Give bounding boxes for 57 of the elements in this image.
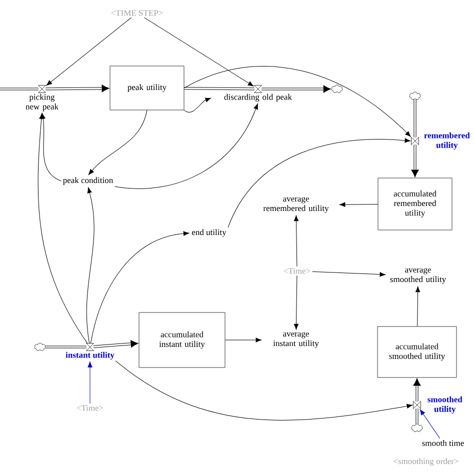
arrow: [312, 271, 386, 277]
node-label: smoothed utility: [428, 396, 462, 414]
stock-box: peak utility: [110, 66, 184, 110]
variable-label: <Time>: [284, 268, 310, 274]
flow-pipe: [46, 84, 110, 92]
arrow: [86, 187, 94, 344]
cloud-symbol: [411, 424, 423, 432]
variable-label: <TIME STEP>: [111, 10, 163, 16]
flow-valve: smoothed utility: [413, 396, 462, 414]
arrow: [115, 360, 413, 420]
flow-valve: discarding old peak: [224, 85, 292, 102]
flow-pipe: [416, 408, 418, 424]
flow-pipe: [0, 88, 38, 90]
flow-pipe: [94, 340, 138, 348]
arrow: [294, 275, 299, 330]
arrow: [224, 338, 262, 342]
arrow: [114, 104, 258, 189]
flow-valve: instant utility: [66, 343, 114, 360]
flow-pipe: [46, 346, 86, 348]
stock-box: accumulated remembered utility: [378, 178, 452, 230]
stock-box: accumulated smoothed utility: [377, 326, 457, 378]
node-label: discarding old peak: [224, 94, 292, 102]
variable-label: average remembered utility: [263, 197, 329, 213]
arrow: [184, 66, 411, 137]
arrow: [415, 286, 420, 327]
flow-pipe: [184, 87, 254, 90]
arrow: [339, 202, 378, 207]
arrow: [184, 98, 212, 112]
variable-label: end utility: [192, 229, 226, 237]
variable-label: average instant utility: [273, 332, 319, 348]
arrow: [228, 138, 411, 228]
arrow: [90, 231, 190, 344]
flow-pipe: [411, 144, 419, 178]
flow-pipe: [262, 85, 331, 93]
arrow: [88, 110, 148, 175]
cloud-symbol: [331, 84, 343, 93]
arrow: [144, 17, 254, 86]
arrow: [38, 113, 88, 344]
variable-label: smooth time: [422, 440, 464, 446]
stock-box: accumulated instant utility: [138, 312, 226, 368]
cloud-symbol: [409, 92, 421, 100]
arrow: [420, 409, 440, 439]
node-label: picking new peak: [26, 94, 59, 112]
flow-pipe: [413, 378, 421, 402]
variable-label: peak condition: [63, 177, 114, 185]
arrow: [88, 362, 92, 404]
flow-valve: picking new peak: [26, 85, 59, 112]
arrow: [294, 215, 299, 267]
flow-pipe: [414, 98, 416, 138]
arrow: [46, 17, 132, 86]
variable-label: <smoothing order>: [394, 458, 458, 466]
node-label: instant utility: [66, 352, 114, 360]
variable-label: average smoothed utility: [390, 268, 446, 284]
cloud-symbol: [34, 342, 46, 351]
flow-valve: remembered utility: [411, 132, 470, 150]
variable-label: <Time>: [76, 405, 104, 411]
node-label: remembered utility: [424, 132, 470, 150]
